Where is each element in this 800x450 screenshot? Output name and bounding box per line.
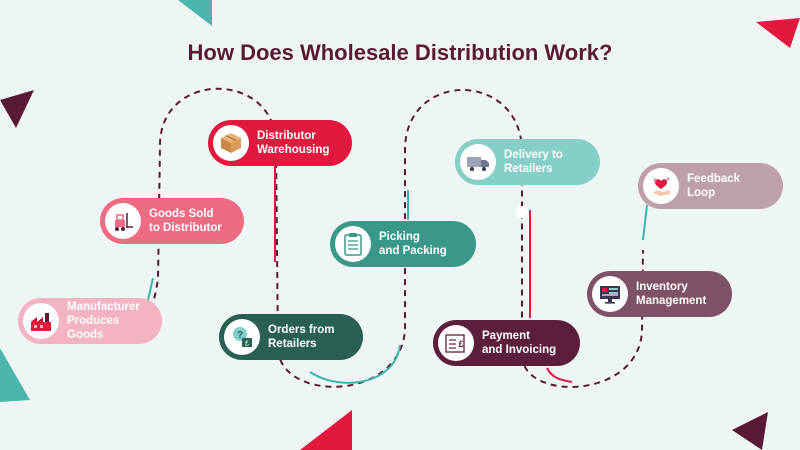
step-label: Picking and Packing — [379, 231, 447, 257]
step-inventory-management: Inventory Management — [587, 271, 732, 317]
clipboard-icon — [335, 226, 371, 262]
order-icon: ? £ — [224, 319, 260, 355]
svg-text:£: £ — [245, 341, 249, 348]
factory-icon — [23, 303, 59, 339]
step-label: Inventory Management — [636, 281, 707, 307]
triangle-teal-top — [178, 0, 212, 26]
step-label: Goods Sold to Distributor — [149, 208, 222, 234]
step-feedback-loop: Feedback Loop — [638, 163, 783, 209]
triangle-teal-left — [0, 348, 30, 402]
truck-icon — [460, 144, 496, 180]
step-label: Orders from Retailers — [268, 324, 335, 350]
accent-curve-teal — [309, 344, 401, 384]
triangle-plum-bottom-right — [732, 412, 768, 450]
path-node — [516, 206, 528, 218]
feedback-icon — [643, 168, 679, 204]
box-icon — [213, 125, 249, 161]
accent-line-teal-3 — [642, 204, 648, 241]
step-label: Feedback Loop — [687, 173, 741, 199]
accent-line-teal-2 — [147, 277, 154, 301]
step-goods-sold: Goods Sold to Distributor — [100, 198, 244, 244]
svg-text:£: £ — [458, 339, 463, 349]
step-orders-from-retailers: ? £ Orders from Retailers — [219, 314, 363, 360]
dashed-path — [149, 87, 644, 388]
step-payment-invoicing: £ Payment and Invoicing — [433, 320, 580, 366]
triangle-red-top-right — [756, 18, 800, 48]
step-delivery-to-retailers: Delivery to Retailers — [455, 139, 600, 185]
step-picking-packing: Picking and Packing — [330, 221, 476, 267]
step-label: Distributor Warehousing — [257, 130, 330, 156]
step-label: Payment and Invoicing — [482, 330, 557, 356]
invoice-icon: £ — [438, 325, 474, 361]
step-manufacturer: Manufacturer Produces Goods — [18, 298, 162, 344]
triangle-red-bottom — [300, 410, 352, 450]
forklift-icon — [105, 203, 141, 239]
step-label: Manufacturer Produces Goods — [67, 301, 140, 341]
step-distributor-warehousing: Distributor Warehousing — [208, 120, 352, 166]
svg-text:?: ? — [237, 330, 243, 341]
step-label: Delivery to Retailers — [504, 149, 563, 175]
accent-curve-red — [546, 367, 573, 383]
page-title: How Does Wholesale Distribution Work? — [187, 40, 613, 65]
monitor-icon — [592, 276, 628, 312]
triangle-plum-left — [0, 90, 34, 128]
